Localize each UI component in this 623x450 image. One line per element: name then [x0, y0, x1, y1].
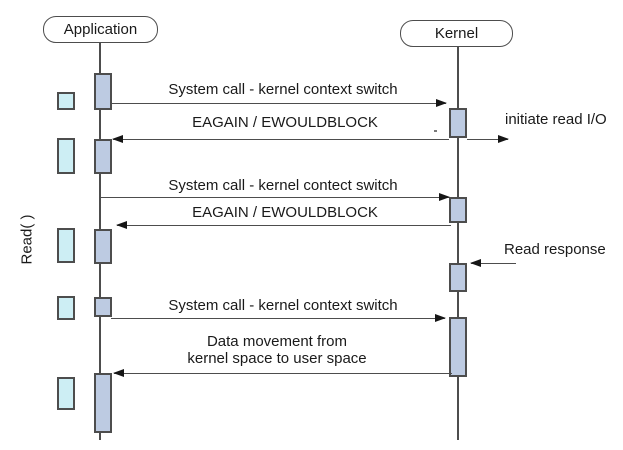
arrowhead-right-icon [498, 135, 509, 143]
arrow-shaft [100, 197, 449, 198]
buffer-box-2 [57, 138, 75, 174]
buffer-box-1 [57, 92, 75, 110]
message-arrow-syscall-2 [100, 193, 450, 202]
message-label-eagain-1: EAGAIN / EWOULDBLOCK [192, 114, 378, 131]
kernel-activation-2 [449, 197, 467, 223]
read-call-side-label: Read( ) [18, 214, 36, 265]
arrowhead-right-icon [435, 314, 446, 322]
message-arrow-read-response [470, 259, 516, 268]
buffer-box-3 [57, 228, 75, 263]
arrow-shaft [113, 139, 449, 140]
app-activation-3 [94, 229, 112, 264]
message-label-syscall-3: System call - kernel context switch [168, 297, 398, 314]
stray-mark [434, 130, 437, 132]
app-activation-4 [94, 297, 112, 317]
message-arrow-initiate-read [467, 135, 509, 144]
app-activation-2 [94, 139, 112, 174]
arrow-shaft [114, 373, 452, 374]
arrowhead-left-icon [112, 135, 123, 143]
application-label: Application [63, 21, 138, 38]
arrowhead-left-icon [113, 369, 124, 377]
kernel-label: Kernel [434, 25, 479, 42]
arrow-shaft [117, 225, 451, 226]
kernel-activation-3 [449, 263, 467, 292]
message-label-initiate-read: initiate read I/O [505, 111, 607, 128]
arrowhead-left-icon [116, 221, 127, 229]
message-arrow-eagain-2 [116, 221, 451, 230]
message-label-data-movement: Data movement from kernel space to user … [187, 333, 367, 367]
arrow-shaft [471, 263, 516, 264]
message-arrow-eagain-1 [112, 135, 449, 144]
message-label-eagain-2: EAGAIN / EWOULDBLOCK [192, 204, 378, 221]
app-activation-1 [94, 73, 112, 110]
arrowhead-left-icon [470, 259, 481, 267]
lifeline-header-application: Application [43, 16, 158, 43]
kernel-lifeline [457, 47, 459, 440]
message-label-syscall-1: System call - kernel context switch [168, 81, 398, 98]
message-arrow-syscall-1 [110, 99, 447, 108]
message-label-read-response: Read response [504, 241, 606, 258]
lifeline-header-kernel: Kernel [400, 20, 513, 47]
app-activation-5 [94, 373, 112, 433]
buffer-box-5 [57, 377, 75, 410]
arrowhead-right-icon [436, 99, 447, 107]
kernel-activation-4 [449, 317, 467, 377]
arrow-shaft [467, 139, 508, 140]
message-arrow-syscall-3 [111, 314, 446, 323]
arrowhead-right-icon [439, 193, 450, 201]
message-label-syscall-2: System call - kernel contect switch [168, 177, 398, 194]
message-arrow-data-movement [113, 369, 452, 378]
kernel-activation-1 [449, 108, 467, 138]
buffer-box-4 [57, 296, 75, 320]
arrow-shaft [110, 103, 446, 104]
arrow-shaft [111, 318, 445, 319]
